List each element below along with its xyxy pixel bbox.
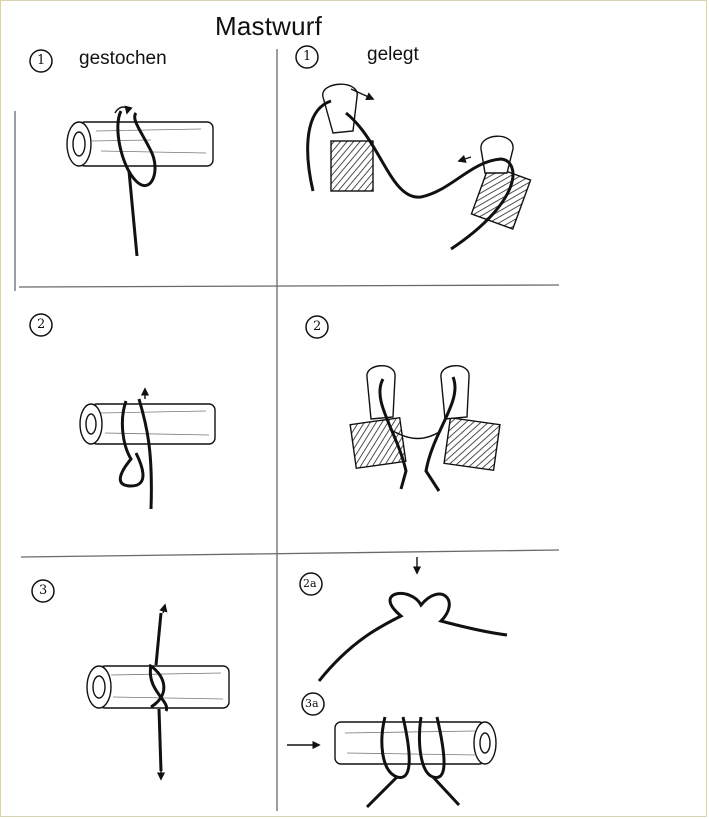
hands-step-right-1 <box>308 84 531 249</box>
log-step-right-3a <box>287 717 496 807</box>
log-step-left-3 <box>87 605 229 779</box>
log-step-left-2 <box>80 389 215 509</box>
knot-step-right-2a <box>319 557 507 681</box>
hands-step-right-2 <box>350 366 500 491</box>
log-step-left-1 <box>67 107 213 256</box>
